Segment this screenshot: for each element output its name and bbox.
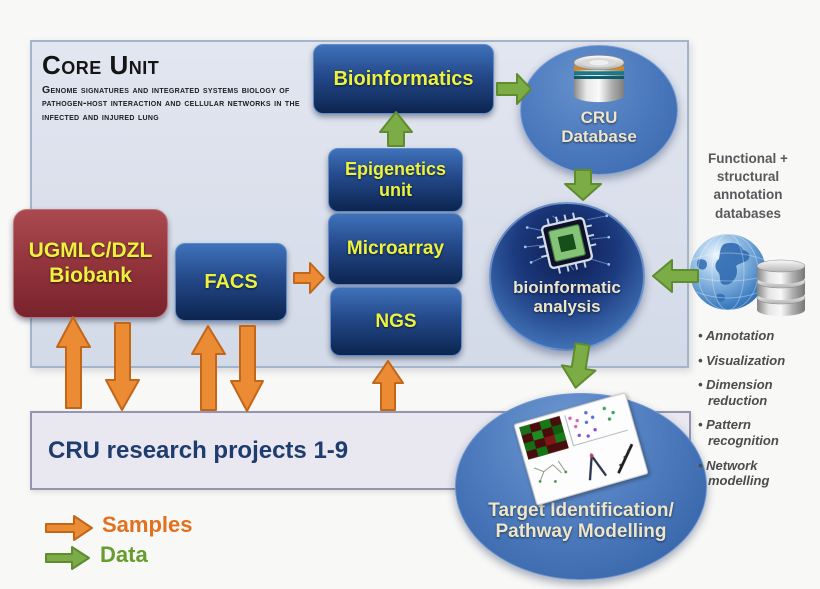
arrow-biobank-to-bar-icon [105, 322, 140, 411]
list-item: Dimension reduction [698, 377, 816, 408]
list-item: Annotation [698, 328, 816, 344]
node-epigenetics-unit: Epigenetics unit [328, 148, 463, 212]
node-ngs: NGS [330, 287, 462, 356]
legend-samples-label: Samples [102, 512, 193, 537]
arrow-bar-to-ngs-icon [372, 360, 404, 411]
node-target: Target Identification/ Pathway Modelling [455, 392, 707, 580]
node-facs-label: FACS [204, 270, 258, 293]
node-bioinformatic-analysis-label: bioinformatic analysis [513, 278, 621, 317]
node-bioinformatic-analysis: bioinformatic analysis [489, 202, 645, 351]
globe-and-database-icon [688, 228, 818, 326]
arrow-facs-to-platforms-icon [293, 262, 325, 294]
annotation-capabilities-list: Annotation Visualization Dimension reduc… [698, 328, 816, 498]
research-projects-label: CRU research projects 1-9 [48, 436, 349, 464]
node-epigenetics-unit-label: Epigenetics unit [344, 159, 447, 200]
arrow-database-to-analysis-icon [564, 169, 602, 201]
node-bioinformatics: Bioinformatics [313, 44, 494, 114]
legend-samples-arrow-icon [45, 515, 93, 541]
node-microarray: Microarray [328, 213, 463, 285]
list-item: Visualization [698, 353, 816, 369]
core-unit-subtitle: Genome signatures and integrated systems… [42, 84, 300, 123]
list-item: Pattern recognition [698, 417, 816, 448]
node-bioinformatics-label: Bioinformatics [333, 67, 474, 90]
legend-data-label: Data [100, 542, 148, 567]
node-cru-database: CRU Database [520, 45, 678, 175]
node-ngs-label: NGS [375, 310, 417, 332]
node-biobank: UGMLC/DZL Biobank [13, 209, 168, 318]
node-biobank-label: UGMLC/DZL Biobank [28, 239, 153, 287]
arrow-epigenetics-to-bioinformatics-icon [379, 111, 413, 147]
analysis-charts-icon [513, 392, 649, 506]
node-microarray-label: Microarray [346, 238, 445, 260]
list-item: Network modelling [698, 458, 816, 489]
node-cru-database-label: CRU Database [561, 108, 637, 147]
database-stack-icon [756, 259, 806, 316]
arrow-bioinformatics-to-database-icon [496, 73, 532, 105]
legend-data-arrow-icon [45, 546, 90, 570]
microchip-icon [523, 212, 611, 274]
arrow-bar-to-facs-icon [191, 325, 226, 411]
arrow-facs-to-bar-icon [230, 325, 264, 412]
arrow-bar-to-biobank-icon [56, 316, 91, 409]
annotation-databases-heading: Functional + structural annotation datab… [708, 151, 788, 221]
node-target-label: Target Identification/ Pathway Modelling [488, 500, 674, 543]
core-unit-title: Core Unit [42, 50, 160, 80]
database-cylinder-icon [573, 55, 625, 103]
arrow-analysis-to-target-icon [560, 342, 597, 389]
node-facs: FACS [175, 243, 287, 321]
arrow-databases-to-analysis-icon [652, 259, 699, 293]
